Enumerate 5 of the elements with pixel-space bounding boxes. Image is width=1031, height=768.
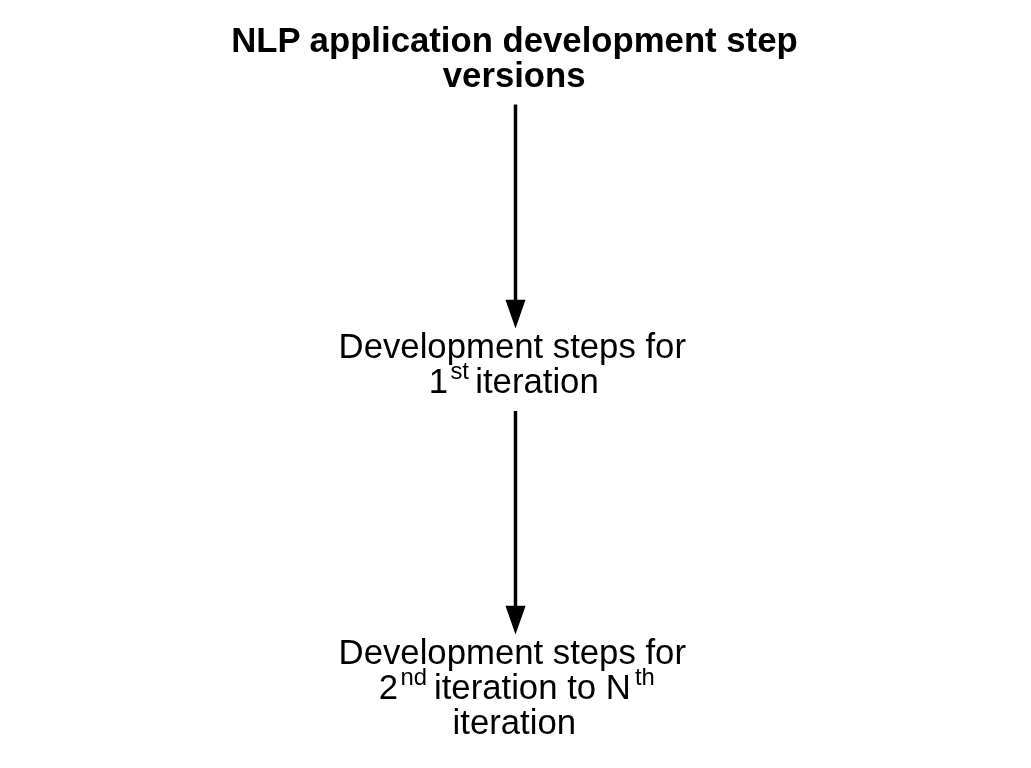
node-text: Development steps for 1$^{st}$ iteration bbox=[338, 326, 686, 400]
arrow bbox=[505, 410, 526, 635]
node-text: NLP application development step versions bbox=[231, 20, 798, 94]
arrow bbox=[505, 104, 526, 328]
node-text: Development steps for 2$^{nd}$ iteration to N$^{th}$ iteration bbox=[338, 632, 686, 741]
